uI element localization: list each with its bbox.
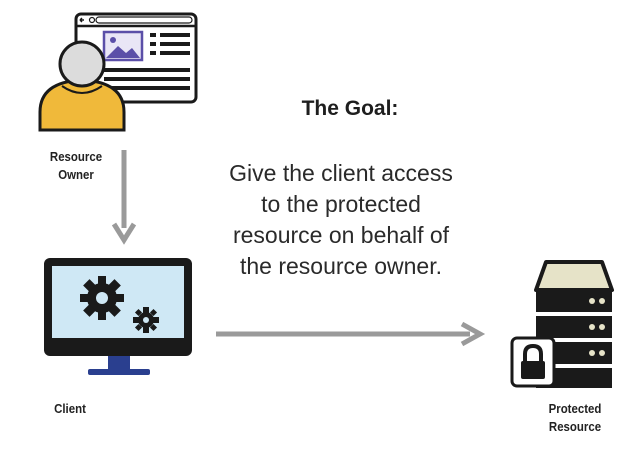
browser-window-icon (74, 12, 198, 104)
client-label-line: Client (54, 401, 86, 416)
gear-icon (80, 276, 124, 320)
protected-resource-label: Protected Resource (537, 400, 613, 436)
resource-owner-label: Resource Owner (41, 148, 111, 184)
goal-line: to the protected (261, 191, 421, 217)
arrow-client-to-resource (216, 321, 486, 347)
client-label: Client (44, 400, 97, 418)
lock-icon (510, 336, 556, 388)
resource-owner-label-line: Resource (49, 149, 103, 164)
small-gear-icon (133, 307, 159, 333)
protected-resource-label-line: Resource (548, 419, 602, 434)
protected-resource-label-line: Protected (548, 401, 602, 416)
goal-line: the resource owner. (239, 253, 442, 279)
client-monitor-icon (44, 258, 192, 375)
goal-line: Give the client access (229, 160, 453, 186)
arrow-owner-to-client (111, 150, 137, 245)
goal-description: Give the client access to the protected … (196, 158, 486, 282)
person-icon (38, 40, 126, 132)
goal-title: The Goal: (301, 97, 399, 120)
resource-owner-label-line: Owner (58, 167, 94, 182)
goal-line: resource on behalf of (232, 222, 450, 248)
